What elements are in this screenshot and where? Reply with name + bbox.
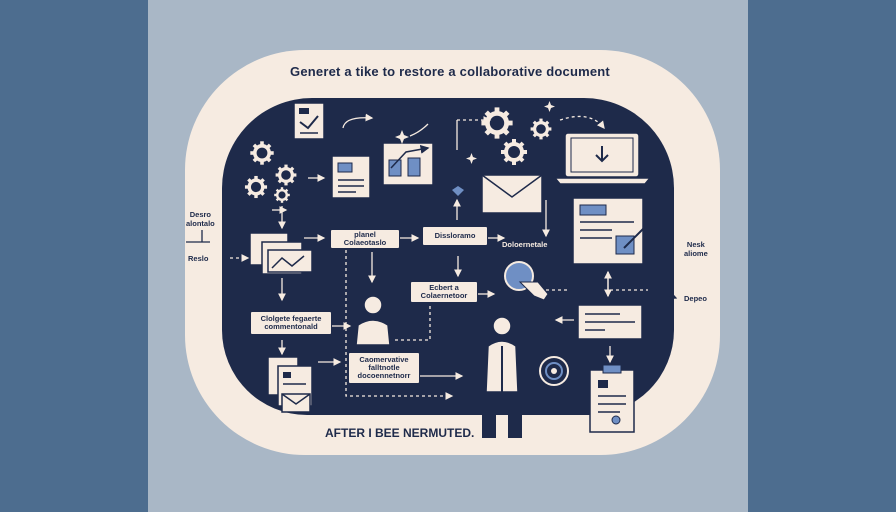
clolgete-box-line2: commentonald	[264, 322, 318, 331]
ecbert-box-line1: Ecbert a	[429, 283, 459, 292]
document-icon	[577, 304, 643, 340]
person-icon	[355, 295, 391, 346]
right-top-label: Nesk aliome	[684, 240, 708, 258]
planel-box-line1: planel	[354, 230, 376, 239]
person-icon	[482, 316, 522, 438]
document-icon	[572, 197, 645, 265]
caomervative-box: Caomervative falltnotle docoennetnorr	[348, 352, 420, 384]
planel-box-line2: Colaeotaslo	[343, 238, 387, 247]
clipboard-icon	[589, 364, 635, 433]
planel-box: planel Colaeotaslo	[330, 229, 400, 249]
ecbert-box: Ecbert a Colaernetoor	[410, 281, 478, 303]
clolgete-box: Clolgete fegaerte commentonald	[250, 311, 332, 335]
document-icon	[293, 102, 325, 140]
document-icon	[267, 356, 313, 407]
right-bottom-label: Depeo	[684, 294, 707, 303]
footer-caption: AFTER I BEE NERMUTED.	[325, 426, 475, 440]
left-top-label: Desro alontalo	[186, 210, 215, 228]
gear-icon	[243, 174, 269, 200]
caomervative-box-line3: docoennetnorr	[357, 371, 411, 380]
dissloramo-box-label: Dissloramo	[434, 231, 476, 240]
gear-icon	[499, 137, 529, 167]
clolgete-box-line1: Clolgete fegaerte	[260, 314, 322, 323]
gear-icon	[273, 185, 291, 205]
laptop-icon	[553, 132, 652, 185]
right-top-label-line1: Nesk	[686, 240, 705, 249]
envelope-icon	[281, 393, 311, 413]
gear-icon	[481, 107, 512, 138]
doloernetale-label: Doloernetale	[502, 240, 548, 249]
ecbert-box-line2: Colaernetoor	[420, 291, 468, 300]
gear-icon	[274, 163, 298, 187]
right-top-label-line2: aliome	[684, 249, 708, 258]
right-background	[748, 0, 896, 512]
dissloramo-box: Dissloramo	[422, 226, 488, 246]
document-icon	[249, 232, 313, 275]
gear-icon	[248, 139, 276, 167]
left-background	[0, 0, 148, 512]
left-top-label-line1: Desro	[189, 210, 212, 219]
left-bottom-label: Reslo	[188, 254, 209, 263]
envelope-icon	[481, 174, 543, 214]
caomervative-box-line2: falltnotle	[368, 363, 400, 372]
document-icon	[331, 155, 371, 199]
pointing-hand-icon	[504, 261, 549, 301]
left-top-label-line2: alontalo	[186, 219, 215, 228]
chart-icon	[382, 142, 434, 186]
gear-icon	[528, 116, 554, 141]
target-icon	[539, 356, 569, 386]
diagram-title: Generet a tike to restore a collaborativ…	[290, 64, 610, 79]
caomervative-box-line1: Caomervative	[359, 355, 409, 364]
